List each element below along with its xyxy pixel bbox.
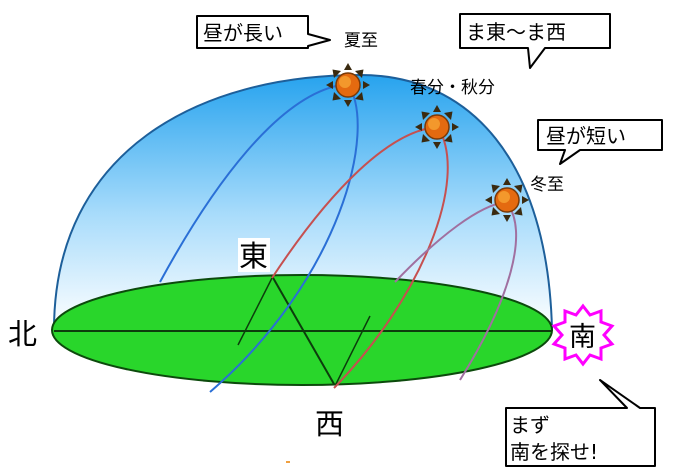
ground-diagonal-a xyxy=(237,277,273,346)
callout-east-west: ま東〜ま西 xyxy=(466,20,566,44)
label-east: 東 xyxy=(239,239,268,273)
callout-find-south-line2: 南を探せ! xyxy=(510,440,598,464)
label-winter-solstice: 冬至 xyxy=(530,175,564,195)
callout-day-long: 昼が長い xyxy=(203,21,283,45)
south-burst xyxy=(551,303,615,367)
label-south: 南 xyxy=(569,322,596,353)
callout-find-south-box xyxy=(505,379,656,467)
sun-icon xyxy=(414,104,460,150)
callout-east-west-box xyxy=(459,13,611,69)
label-west: 西 xyxy=(315,407,344,441)
label-west-bg xyxy=(312,403,350,443)
callout-find-south-line1: まず xyxy=(510,413,550,437)
east-west-line xyxy=(271,275,335,385)
sun-icon xyxy=(325,62,371,108)
label-north: 北 xyxy=(8,317,37,351)
callout-day-short: 昼が短い xyxy=(546,124,626,148)
label-equinox: 春分・秋分 xyxy=(410,78,495,98)
callout-day-long-box xyxy=(196,15,331,49)
sun-icon xyxy=(484,177,530,223)
callout-day-short-box xyxy=(537,119,663,165)
label-summer-solstice: 夏至 xyxy=(344,31,378,51)
ground-diagonal-b xyxy=(335,315,371,385)
label-east-bg xyxy=(238,238,270,272)
